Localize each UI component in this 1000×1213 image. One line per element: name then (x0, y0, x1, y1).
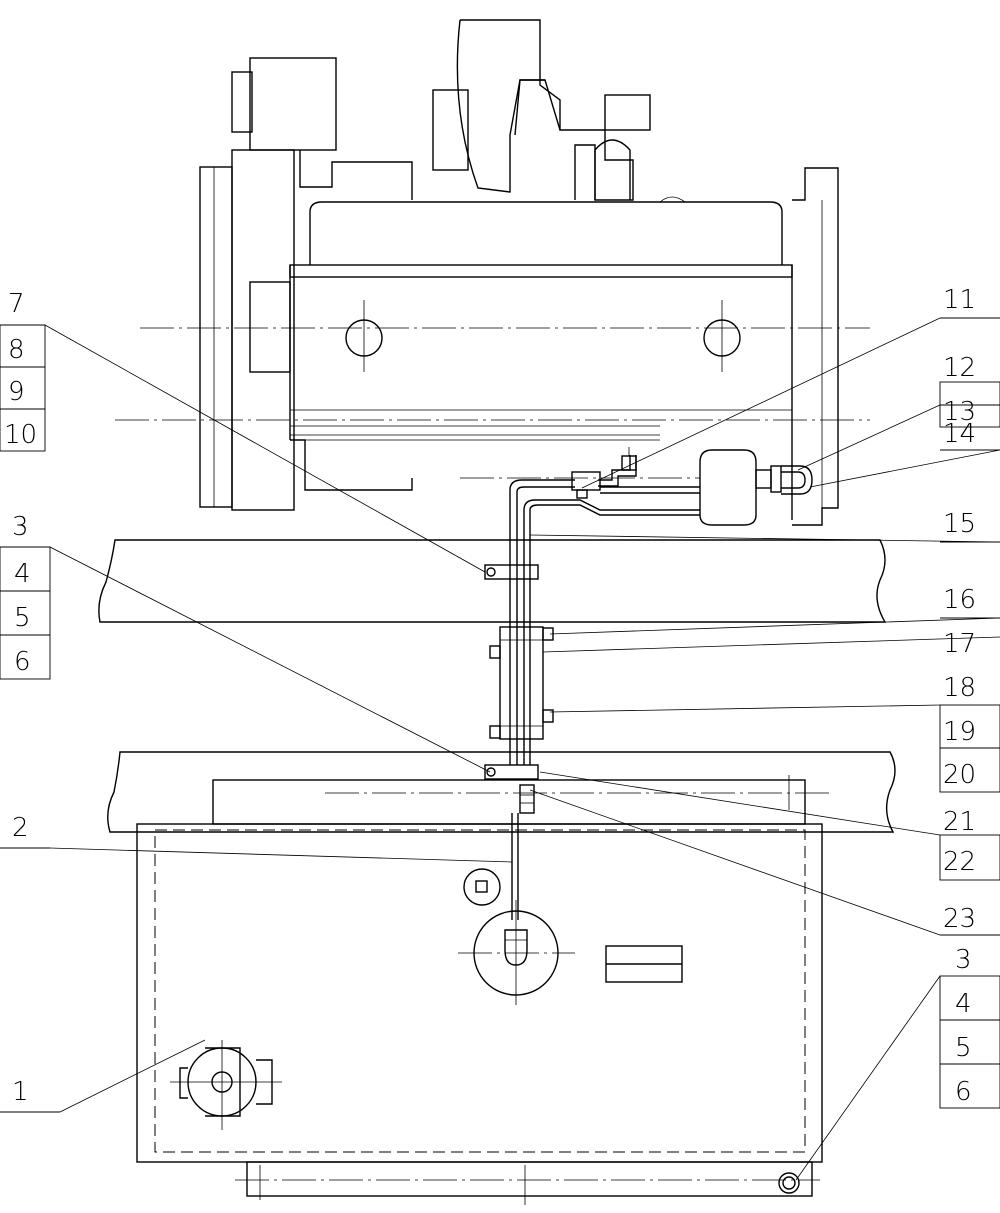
callout-19: 19 (943, 717, 976, 747)
frame-rails (98, 539, 896, 833)
callout-5-lower: 5 (955, 1033, 972, 1063)
callout-13: 13 (943, 397, 976, 427)
callout-18: 18 (943, 673, 976, 703)
callout-8: 8 (8, 335, 25, 365)
fuel-tank (136, 775, 830, 1205)
callout-6-upper: 6 (14, 647, 31, 677)
callout-4-lower: 4 (955, 989, 972, 1019)
callout-23: 23 (943, 904, 976, 934)
callout-3-lower: 3 (955, 945, 972, 975)
callout-17: 17 (943, 629, 976, 659)
callout-7: 7 (8, 289, 25, 319)
callout-15: 15 (943, 509, 976, 539)
callout-14: 14 (943, 419, 976, 449)
leader-lines (44, 317, 1000, 1181)
callout-5-upper: 5 (14, 603, 31, 633)
callout-1: 1 (12, 1077, 29, 1107)
pipework (484, 447, 813, 920)
callout-2: 2 (12, 813, 29, 843)
callout-22: 22 (943, 847, 976, 877)
callout-20: 20 (943, 760, 976, 790)
callout-16: 16 (943, 585, 976, 615)
callout-labels: 7 8 9 10 3 4 5 6 2 1 11 12 13 14 15 16 1… (0, 285, 1000, 1113)
callout-12: 12 (943, 353, 976, 383)
callout-9: 9 (8, 377, 25, 407)
callout-21: 21 (943, 807, 976, 837)
engine-assembly (115, 19, 870, 526)
callout-11: 11 (943, 285, 976, 315)
callout-3-upper: 3 (12, 512, 29, 542)
callout-4-upper: 4 (14, 559, 31, 589)
callout-10: 10 (4, 420, 37, 450)
callout-6-lower: 6 (955, 1077, 972, 1107)
